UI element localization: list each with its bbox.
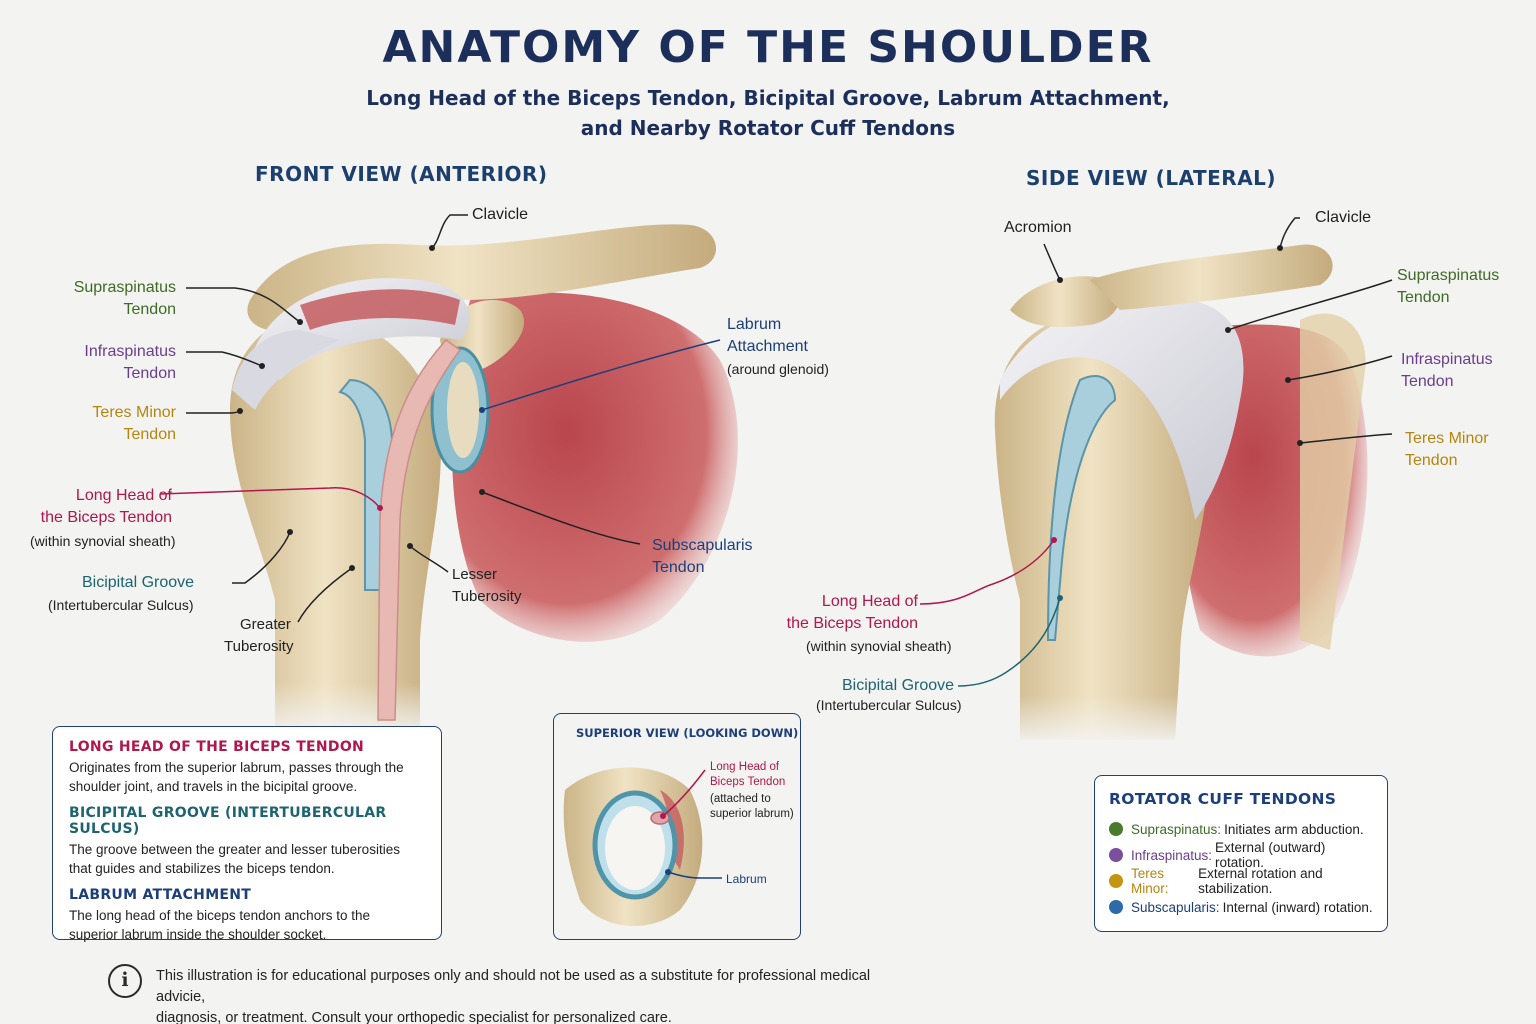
side-rotator-tendons — [1000, 298, 1244, 520]
subtitle-line-1: Long Head of the Biceps Tendon, Bicipita… — [366, 86, 1170, 110]
front-humerus-fade — [220, 560, 460, 735]
subtitle-line-2: and Nearby Rotator Cuff Tendons — [580, 116, 956, 140]
rotator-cuff-item-infraspinatus: Infraspinatus: External (outward) rotati… — [1109, 840, 1373, 870]
disclaimer: This illustration is for educational pur… — [156, 968, 871, 1024]
leader-dots — [237, 245, 1303, 571]
info-biceps-text: Originates from the superior labrum, pas… — [69, 760, 404, 794]
page-title: ANATOMY OF THE SHOULDER — [382, 22, 1154, 73]
superior-labrum-label: Labrum — [726, 872, 767, 886]
info-biceps-heading: LONG HEAD OF THE BICEPS TENDON — [69, 739, 365, 755]
side-humerus-fade — [985, 580, 1220, 745]
side-scapula-edge — [1300, 313, 1366, 650]
front-view-drawing — [220, 224, 738, 735]
info-groove-text: The groove between the greater and lesse… — [69, 842, 400, 876]
front-biceps-tendon — [377, 339, 462, 721]
leader-lines — [186, 214, 1393, 623]
side-view-drawing — [985, 244, 1368, 745]
infraspinatus-dot-icon — [1109, 848, 1123, 862]
colored-leader-dots — [377, 407, 1063, 875]
info-box: LONG HEAD OF THE BICEPS TENDON Originate… — [52, 726, 442, 942]
superior-view-box: SUPERIOR VIEW (LOOKING DOWN) Long Head o… — [553, 713, 801, 940]
info-labrum-text: The long head of the biceps tendon ancho… — [69, 908, 370, 942]
rotator-cuff-item-subscapularis: Subscapularis: Internal (inward) rotatio… — [1109, 894, 1373, 920]
side-groove-label: Bicipital Groove — [842, 677, 955, 694]
rotator-cuff-item-supraspinatus: Supraspinatus: Initiates arm abduction. — [1109, 816, 1373, 842]
front-biceps-note: (within synovial sheath) — [30, 533, 176, 549]
side-view-heading: SIDE VIEW (LATERAL) — [1026, 166, 1277, 190]
front-subscapularis-muscle — [451, 292, 738, 642]
front-view-heading: FRONT VIEW (ANTERIOR) — [255, 162, 548, 186]
subscapularis-dot-icon — [1109, 900, 1123, 914]
supraspinatus-dot-icon — [1109, 822, 1123, 836]
info-icon: i — [108, 964, 142, 998]
rotator-cuff-item-teres-minor: Teres Minor: External rotation and stabi… — [1109, 866, 1373, 896]
rotator-cuff-heading: ROTATOR CUFF TENDONS — [1109, 790, 1337, 808]
side-biceps-sheath — [1046, 375, 1117, 641]
front-supraspinatus-muscle — [300, 289, 460, 330]
info-groove-heading: BICIPITAL GROOVE (INTERTUBERCULAR SULCUS… — [69, 805, 387, 837]
front-groove-label: Bicipital Groove — [82, 574, 195, 591]
info-labrum-heading: LABRUM ATTACHMENT — [69, 887, 252, 903]
side-acromion-label: Acromion — [1004, 219, 1072, 236]
side-biceps-note: (within synovial sheath) — [806, 638, 952, 654]
side-clavicle — [1090, 244, 1333, 310]
front-labrum-note: (around glenoid) — [727, 361, 829, 377]
colored-leader-lines — [159, 339, 1061, 879]
rotator-cuff-box: ROTATOR CUFF TENDONS Supraspinatus: Init… — [1094, 775, 1388, 932]
superior-view-heading: SUPERIOR VIEW (LOOKING DOWN) — [576, 726, 799, 740]
side-acromion — [1010, 276, 1121, 327]
front-clavicle-label: Clavicle — [472, 206, 529, 223]
front-infraspinatus-tendon — [232, 330, 340, 410]
side-groove-note: (Intertubercular Sulcus) — [816, 697, 962, 713]
teres-minor-dot-icon — [1109, 874, 1123, 888]
front-groove-note: (Intertubercular Sulcus) — [48, 597, 194, 613]
side-clavicle-label: Clavicle — [1315, 209, 1372, 226]
superior-view-drawing — [563, 767, 703, 927]
